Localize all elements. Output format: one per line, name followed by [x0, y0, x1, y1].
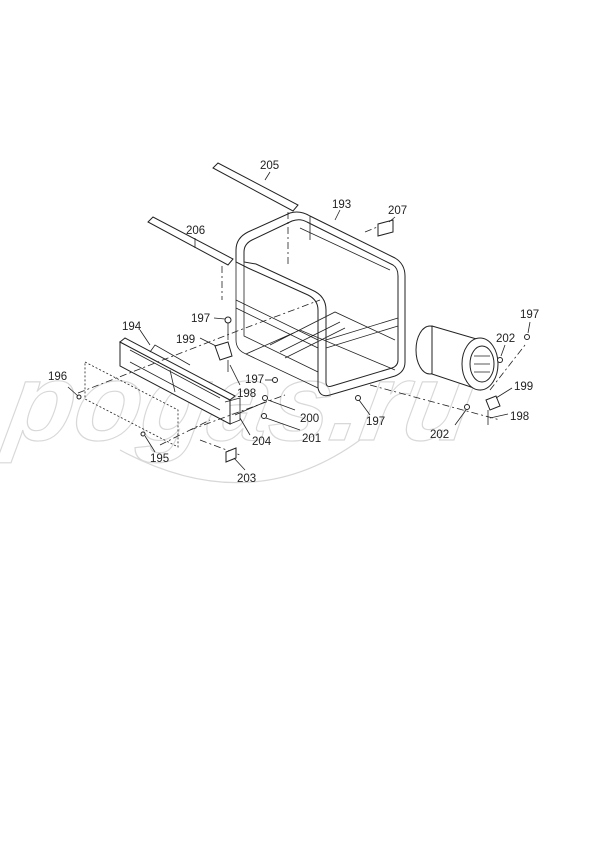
callout-197-right: 197: [520, 309, 539, 321]
callout-204: 206: [186, 225, 205, 237]
washer-201: [261, 413, 267, 419]
callout-203: 205: [260, 160, 279, 172]
label-207: [377, 219, 394, 237]
svg-text:pogas.ru: pogas.ru: [0, 342, 484, 464]
callout-197-top: 197: [191, 313, 210, 325]
callout-196: 196: [48, 371, 67, 383]
callout-199-left: 199: [176, 334, 195, 346]
cover-195: [84, 361, 179, 448]
callout-206: 203: [237, 473, 256, 485]
screw-195: [140, 431, 146, 437]
nut-202-bottom: [464, 404, 470, 410]
callout-205: 204: [252, 436, 272, 448]
callout-207: 207: [388, 205, 407, 217]
callout-198-left: 198: [237, 388, 256, 400]
panel-194: [119, 337, 241, 425]
callout-198-right: 198: [510, 411, 529, 423]
nut-197-right: [524, 334, 530, 340]
mount-199-left: [214, 341, 233, 361]
callout-193: 193: [332, 199, 351, 211]
callout-195: 195: [150, 453, 169, 465]
alternator: [415, 325, 499, 391]
rail-204: [147, 216, 234, 266]
bolt-200: [262, 395, 268, 401]
rod-205: [234, 401, 266, 416]
mount-199-right: [485, 395, 501, 411]
label-206: [225, 447, 237, 463]
callout-201: 201: [302, 433, 321, 445]
callout-202-top: 202: [496, 333, 515, 345]
watermark-logo: pogas.ru: [0, 341, 485, 484]
nut-202-top: [497, 357, 503, 363]
rail-203: [212, 162, 299, 212]
nut-197-top: [224, 316, 232, 324]
callout-202-bottom: 202: [430, 429, 449, 441]
nut-197-bottom: [355, 395, 361, 401]
callout-200: 200: [300, 413, 319, 425]
callout-197-bottom: 197: [366, 416, 385, 428]
leader-lines: [67, 171, 531, 471]
nut-197-mid: [272, 377, 278, 383]
callout-199-right: 199: [514, 381, 533, 393]
frame-193: [235, 211, 406, 397]
callout-197-mid: 197: [245, 374, 264, 386]
callout-194: 194: [122, 321, 142, 333]
